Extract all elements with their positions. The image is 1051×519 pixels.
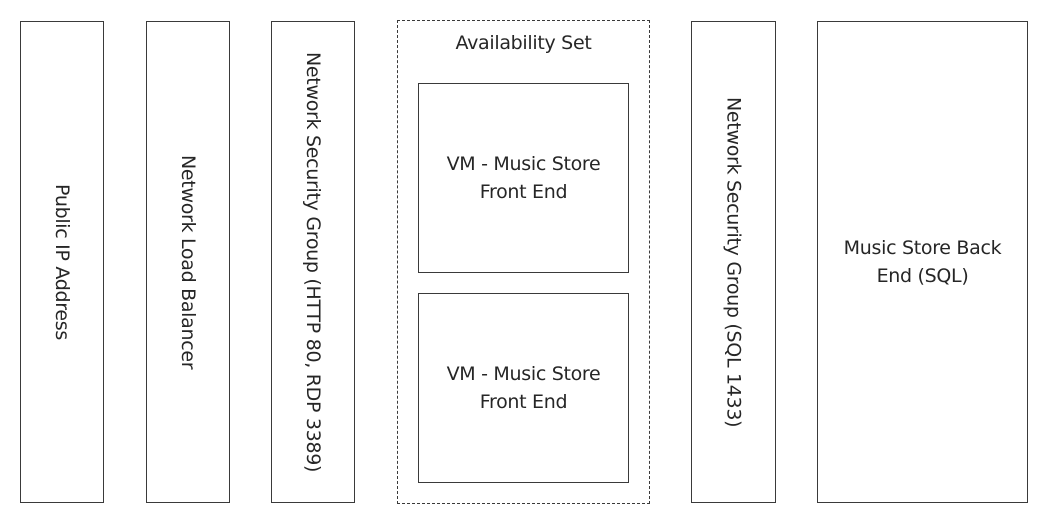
public-ip-box: Public IP Address	[20, 21, 104, 503]
nsg-web-box: Network Security Group (HTTP 80, RDP 338…	[271, 21, 355, 503]
nsg-sql-label: Network Security Group (SQL 1433)	[722, 96, 745, 428]
back-end-box: Music Store Back End (SQL)	[817, 21, 1028, 503]
nsg-web-label: Network Security Group (HTTP 80, RDP 338…	[302, 51, 324, 473]
availability-set-container: Availability Set	[397, 20, 650, 504]
vm-front-end-box-2: VM - Music Store Front End	[418, 293, 629, 483]
back-end-label: Music Store Back End (SQL)	[843, 237, 1002, 287]
vm-front-end-box-1: VM - Music Store Front End	[418, 83, 629, 273]
nsg-sql-box: Network Security Group (SQL 1433)	[691, 21, 776, 503]
public-ip-label: Public IP Address	[51, 184, 73, 340]
load-balancer-label: Network Load Balancer	[177, 154, 199, 370]
load-balancer-box: Network Load Balancer	[146, 21, 230, 503]
vm-front-end-label-2: VM - Music Store Front End	[446, 363, 601, 413]
vm-front-end-label-1: VM - Music Store Front End	[446, 153, 601, 203]
availability-set-title: Availability Set	[455, 32, 592, 54]
